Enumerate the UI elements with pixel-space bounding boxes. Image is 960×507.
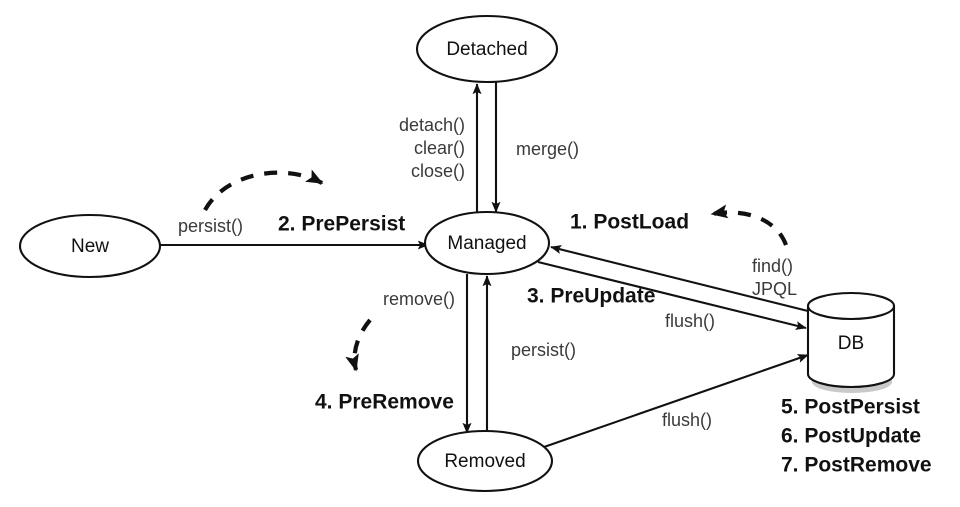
edge-label-close: close() <box>411 161 465 181</box>
post-load-callback-arrow <box>710 204 788 246</box>
new-label: New <box>71 236 109 257</box>
new-ellipse <box>18 213 162 279</box>
edge-managed-to-db <box>537 260 807 330</box>
callback-pre-remove: 4. PreRemove <box>315 391 454 414</box>
node-db[interactable]: DB <box>806 291 896 393</box>
edge-label-flush-managed: flush() <box>665 311 715 331</box>
node-managed[interactable]: Managed <box>423 210 551 276</box>
edge-label-find: find() <box>752 256 793 276</box>
callback-post-load: 1. PostLoad <box>570 211 689 234</box>
callback-pre-update: 3. PreUpdate <box>527 285 655 308</box>
callback-post-persist: 5. PostPersist <box>781 396 920 419</box>
managed-ellipse <box>423 210 551 276</box>
db-cylinder-body <box>806 304 896 389</box>
detached-label: Detached <box>446 39 527 60</box>
pre-remove-callback-arrow <box>345 318 372 372</box>
edge-label-persist-new: persist() <box>178 216 243 236</box>
removed-ellipse <box>416 429 554 493</box>
pre-persist-callback-arrow <box>203 169 324 212</box>
edge-label-jpql: JPQL <box>752 279 797 299</box>
callback-post-update: 6. PostUpdate <box>781 425 921 448</box>
node-removed[interactable]: Removed <box>416 429 554 493</box>
edge-label-remove: remove() <box>383 289 455 309</box>
edge-label-detach: detach() <box>399 115 465 135</box>
edge-label-flush-removed: flush() <box>662 410 712 430</box>
db-label: DB <box>838 333 864 354</box>
edge-label-clear: clear() <box>414 138 465 158</box>
edge-db-to-managed <box>550 245 813 314</box>
edge-label-merge: merge() <box>516 139 579 159</box>
node-new[interactable]: New <box>18 213 162 279</box>
node-detached[interactable]: Detached <box>415 14 559 84</box>
callback-post-remove: 7. PostRemove <box>781 454 932 477</box>
db-cylinder-top <box>806 291 896 321</box>
removed-label: Removed <box>444 451 525 472</box>
edge-label-persist-removed: persist() <box>511 340 576 360</box>
callback-pre-persist: 2. PrePersist <box>278 213 405 236</box>
edge-removed-to-db <box>543 354 809 448</box>
detached-ellipse <box>415 14 559 84</box>
managed-label: Managed <box>447 233 526 254</box>
